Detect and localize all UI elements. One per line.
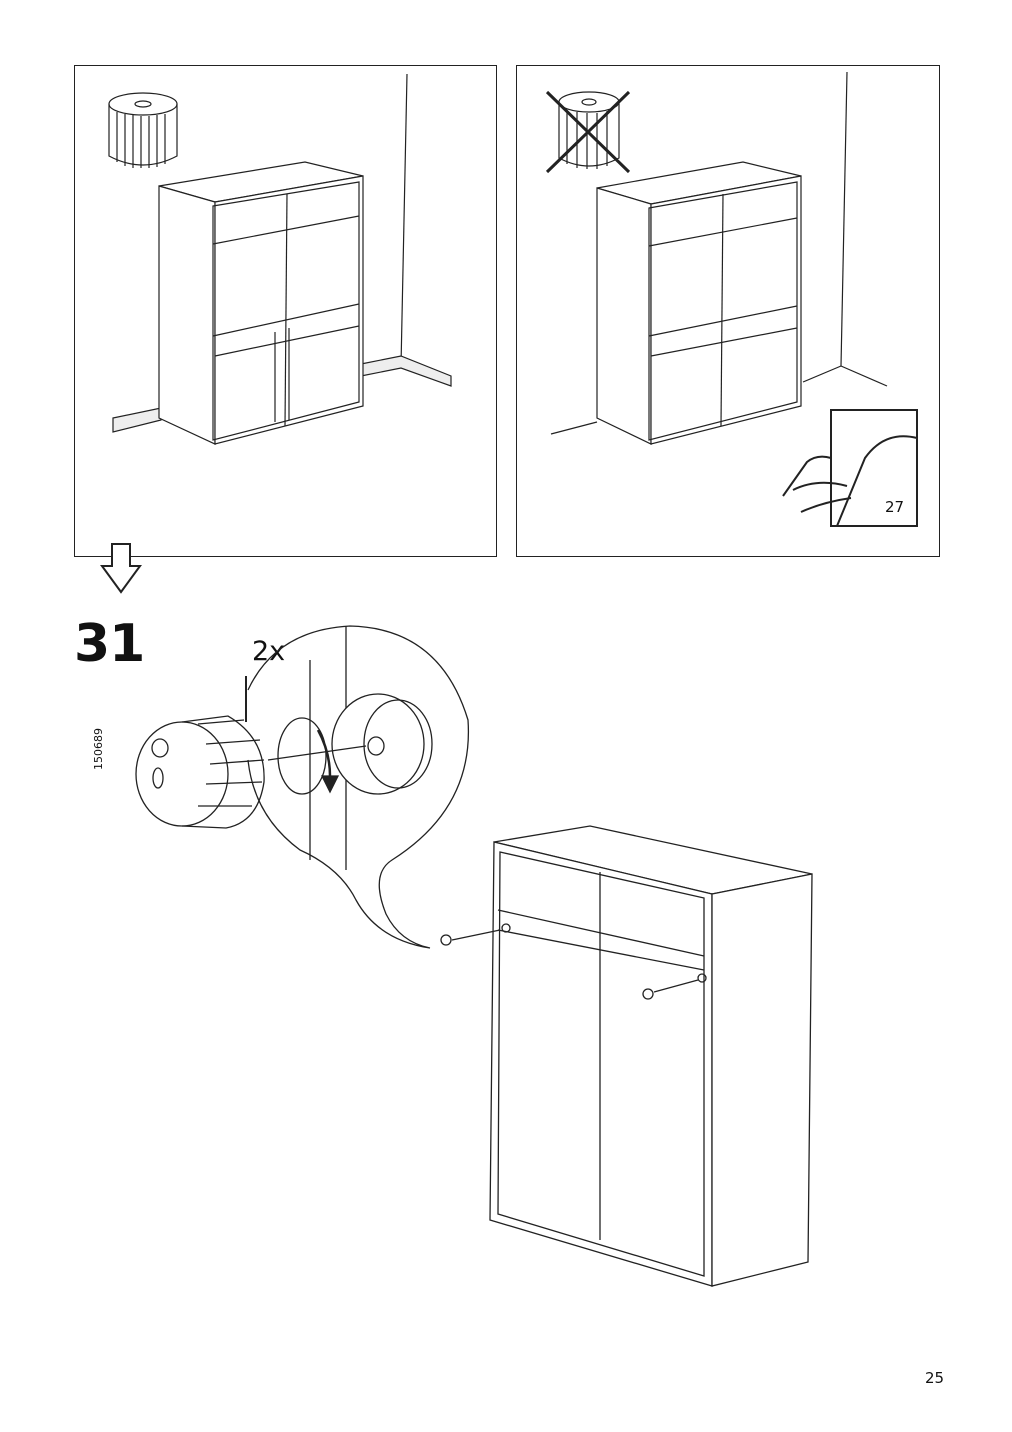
quantity-label: 2x <box>252 636 286 667</box>
page-number: 25 <box>925 1369 945 1387</box>
cabinet-icon <box>440 825 813 1287</box>
rotate-arrow-icon <box>316 729 332 777</box>
cabinet-icon <box>158 161 364 445</box>
knob-icon <box>135 715 265 829</box>
illustration-panel-without-skirting: 27 <box>516 65 940 557</box>
page-turn-icon <box>782 409 918 527</box>
no-knob-icon <box>545 90 631 174</box>
magnifier-detail <box>245 625 470 949</box>
illustration-panel-with-skirting <box>74 65 497 557</box>
next-arrow-icon <box>100 543 142 594</box>
step-number: 31 <box>74 614 145 674</box>
knob-icon <box>108 92 178 168</box>
cabinet-without-skirting-illustration <box>545 71 918 527</box>
cabinet-with-skirting-illustration <box>108 73 452 445</box>
reference-page-number: 27 <box>885 498 905 516</box>
